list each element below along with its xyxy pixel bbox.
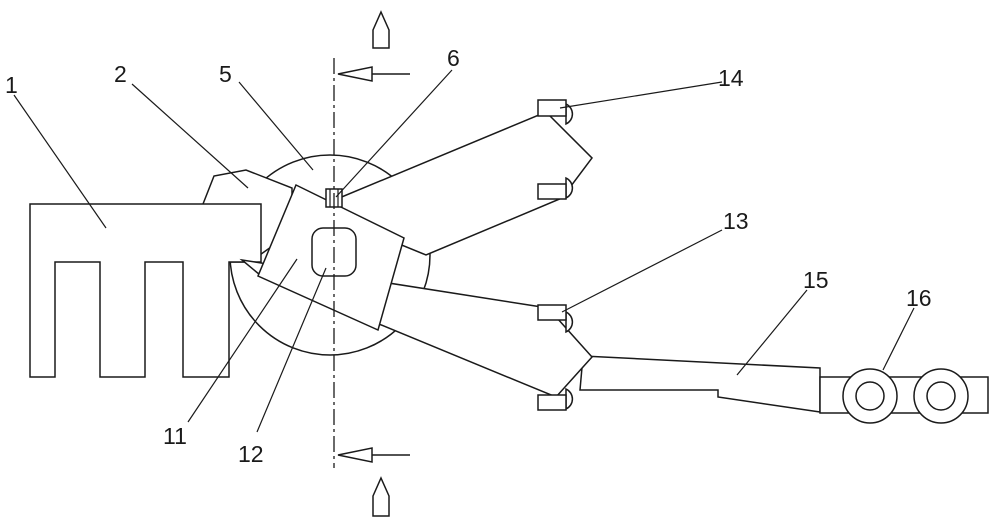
leader-5	[238, 81, 314, 171]
hinge-pad-upper-13	[537, 304, 574, 334]
leader-lines	[13, 69, 915, 433]
base-body-part-1	[29, 203, 262, 378]
leader-11	[187, 258, 298, 423]
section-arrow-bottom	[337, 447, 410, 517]
leader-6	[335, 69, 453, 198]
roller-left	[842, 368, 898, 424]
label-part-1: 1	[5, 72, 18, 98]
leader-13	[561, 229, 723, 313]
leader-15	[736, 289, 808, 376]
label-part-6: 6	[447, 45, 460, 71]
label-part-15: 15	[803, 267, 829, 293]
label-part-14: 14	[718, 65, 744, 91]
leader-12	[256, 267, 327, 433]
hinge-pad-lower-13	[537, 387, 574, 411]
leader-16	[882, 307, 915, 371]
roller-right	[913, 368, 969, 424]
label-part-5: 5	[219, 61, 232, 87]
label-part-11: 11	[163, 423, 187, 449]
label-part-12: 12	[238, 441, 264, 467]
leader-1	[13, 94, 107, 229]
leader-14	[559, 81, 723, 109]
leader-2	[131, 83, 249, 189]
hinge-pad-lower-14	[537, 176, 574, 200]
label-part-2: 2	[114, 61, 127, 87]
section-arrow-top	[337, 10, 410, 82]
label-part-13: 13	[723, 208, 749, 234]
label-part-16: 16	[906, 285, 932, 311]
extension-arm-part-15	[579, 355, 821, 413]
hinge-pad-upper-14	[537, 99, 574, 126]
